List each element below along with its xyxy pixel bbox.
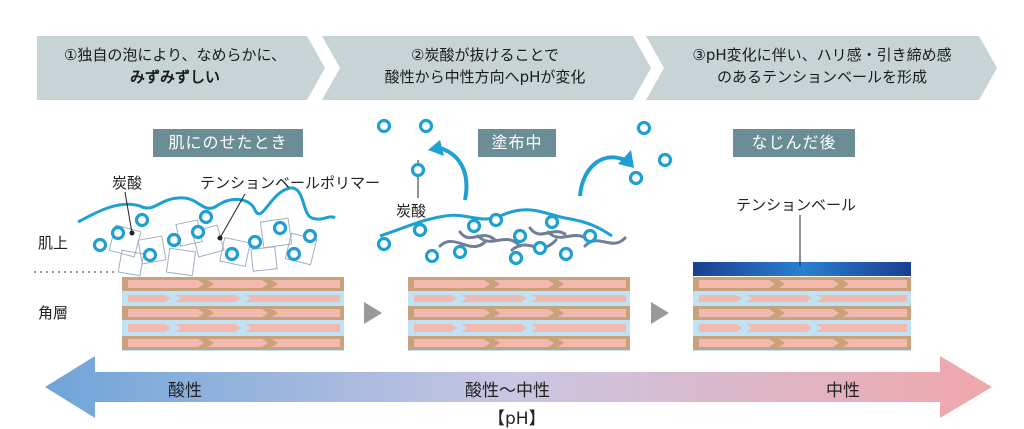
bubble (166, 232, 182, 248)
ph-label-neutral: 中性 (826, 381, 860, 401)
bubble (142, 247, 158, 263)
polymer-leader (219, 193, 246, 239)
bubble (582, 228, 598, 244)
polymer-network (108, 217, 318, 277)
release-arrow-2 (578, 155, 626, 197)
bubble (636, 120, 652, 136)
step-3-chevron (646, 36, 997, 100)
bubble (558, 246, 574, 262)
release-arrow-1 (439, 146, 469, 201)
bubble (466, 218, 482, 234)
step-1-chevron (37, 36, 325, 100)
label-kakuso: 角層 (38, 304, 69, 322)
bubble (302, 228, 318, 244)
dissolving-surface-line (379, 208, 613, 238)
ph-gradient-arrow (45, 356, 992, 418)
bubble (628, 170, 644, 186)
label-tansan-1: 炭酸 (112, 174, 143, 192)
bubble (376, 118, 392, 134)
tansan1-leader (124, 191, 133, 234)
tension-veil (693, 262, 911, 276)
bubble (92, 237, 108, 253)
bubble (452, 244, 468, 260)
bubble (198, 209, 214, 225)
bubble (376, 236, 392, 252)
step-2-text: ②炭酸が抜けることで酸性から中性方向へpHが変化 (384, 46, 586, 86)
bubble (190, 224, 206, 240)
stage-arrow-2 (651, 302, 669, 324)
ph-caption: 【pH】 (488, 409, 546, 429)
stratum-corneum-3 (693, 277, 911, 351)
bubble (247, 234, 263, 250)
stage-tag-apply: 肌にのせたとき (153, 129, 303, 157)
bubble (286, 246, 302, 262)
bubble (224, 246, 240, 262)
ph-label-middle: 酸性～中性 (465, 381, 550, 401)
label-polymer: テンションベールポリマー (200, 174, 381, 192)
label-tansan-2: 炭酸 (396, 202, 427, 220)
bubble (512, 228, 528, 244)
bubble (272, 220, 288, 236)
ph-label-acid: 酸性 (168, 381, 202, 401)
bubble (412, 222, 428, 238)
stage-arrow-1 (364, 302, 382, 324)
bubble (488, 212, 504, 228)
label-veil: テンションベール (736, 196, 857, 214)
process-banner (37, 36, 997, 100)
bubble (418, 118, 434, 134)
bubble (508, 250, 524, 266)
bubble (134, 212, 150, 228)
stratum-corneum-1 (122, 277, 344, 351)
label-hada: 肌上 (38, 234, 69, 252)
bubble (657, 152, 673, 168)
bubble (544, 214, 560, 230)
bubble (410, 162, 426, 178)
bubble (110, 225, 126, 241)
bubble (532, 240, 548, 256)
foam-surface-line (77, 186, 336, 224)
stage-tag-after: なじんだ後 (733, 129, 855, 157)
stage-tag-during: 塗布中 (478, 129, 556, 157)
bubble (424, 248, 440, 264)
step-1-text: ①独自の泡により、なめらかに、みずみずしい (63, 46, 287, 86)
stratum-corneum-2 (408, 277, 630, 351)
step-2-chevron (322, 36, 651, 100)
step-3-text: ③pH変化に伴い、ハリ感・引き締め感のあるテンションベールを形成 (692, 46, 952, 86)
